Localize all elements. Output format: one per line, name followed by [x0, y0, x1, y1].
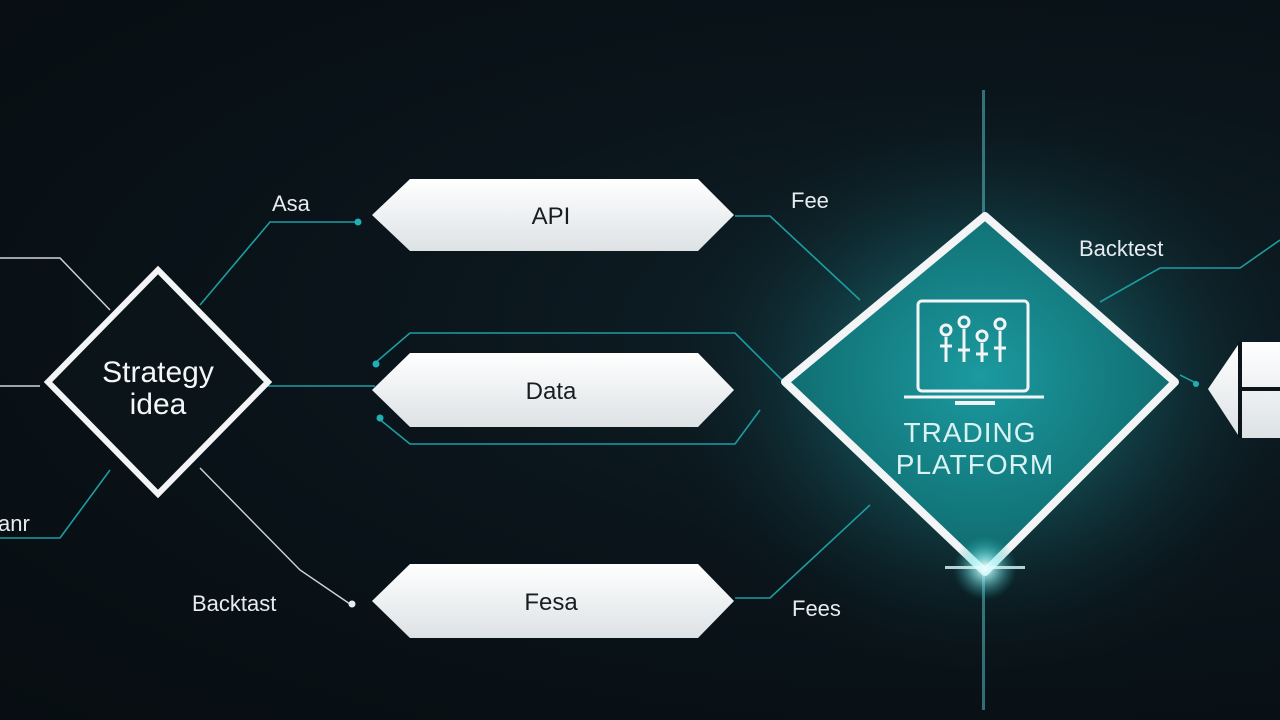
- fess-node-label: Fesa: [524, 589, 578, 616]
- connector-data-loop-top: [374, 332, 786, 384]
- platform-label-line1: TRADING: [904, 417, 1037, 448]
- strategy-node[interactable]: Strategy idea: [43, 265, 273, 499]
- label-fees: Fees: [792, 596, 841, 621]
- fess-node[interactable]: Fesa: [372, 564, 734, 638]
- data-node-label: Data: [526, 378, 577, 405]
- data-node-shape: [372, 353, 734, 427]
- platform-label-line2: PLATFORM: [896, 449, 1054, 480]
- dot-data-top: [372, 360, 380, 368]
- strategy-diamond: [43, 265, 273, 499]
- connector-strategy-api: [199, 221, 358, 306]
- laptop-chart-icon: [904, 299, 1044, 405]
- connector-api-platform: [735, 215, 861, 301]
- dot-data-bottom: [376, 414, 384, 422]
- dot-api: [354, 218, 362, 226]
- connector-fess-platform: [735, 504, 871, 599]
- output-node-divider: [1238, 342, 1280, 438]
- label-left-bottom: anr: [0, 511, 30, 536]
- label-fee: Fee: [791, 188, 829, 213]
- label-asa: Asa: [272, 191, 311, 216]
- strategy-label-line2: idea: [130, 388, 187, 421]
- connector-dots: [348, 218, 1199, 608]
- connector-left-bottom: [0, 469, 111, 539]
- strategy-label-line1: Strategy: [102, 356, 214, 389]
- api-node[interactable]: API: [372, 179, 734, 251]
- connector-strategy-fess: [199, 467, 351, 605]
- connector-left-top: [0, 257, 111, 311]
- connector-platform-backtest: [1099, 239, 1280, 303]
- api-node-shape: [372, 179, 734, 251]
- dot-output: [1193, 381, 1199, 387]
- output-node-partial: [1208, 342, 1280, 438]
- fess-node-shape: [372, 564, 734, 638]
- lens-flare-streak: [945, 566, 1025, 569]
- label-backtest-right: Backtest: [1079, 236, 1163, 261]
- api-node-label: API: [532, 203, 571, 230]
- connector-data-loop-bottom: [377, 409, 761, 445]
- data-node[interactable]: Data: [372, 353, 734, 427]
- label-backtest-left: Backtast: [192, 591, 276, 616]
- dot-fess: [348, 600, 356, 608]
